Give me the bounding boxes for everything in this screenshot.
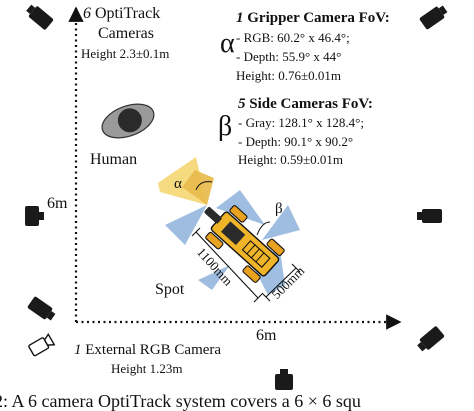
gripper-rgb: - RGB: 60.2° x 46.4°; (236, 30, 350, 45)
gripper-fov-title: 1 Gripper Camera FoV: (236, 11, 390, 26)
side-depth: - Depth: 90.1° x 90.2° (238, 134, 354, 149)
figure-caption: 2: A 6 camera OptiTrack system covers a … (0, 391, 361, 411)
external-rgb-camera-icon (28, 332, 56, 357)
side-title: Side Cameras FoV: (249, 96, 373, 112)
robot-width-dimension (261, 263, 301, 302)
side-fov-title: 5 Side Cameras FoV: (238, 97, 373, 112)
human-label: Human (90, 151, 138, 168)
beta-mark: β (275, 201, 283, 217)
external-title: External RGB Camera (85, 342, 222, 358)
side-symbol: β (218, 111, 233, 142)
y-dimension-label: 6m (47, 195, 68, 212)
beta-angle-arc (256, 221, 271, 236)
spot-label: Spot (155, 281, 185, 298)
optitrack-title: OptiTrack (95, 5, 161, 22)
spot-robot-icon (204, 205, 285, 283)
x-dimension-label: 6m (256, 327, 277, 344)
optitrack-camera-icon (27, 296, 56, 321)
gripper-title: Gripper Camera FoV: (247, 10, 390, 26)
optitrack-camera-icon (417, 209, 442, 223)
gripper-height: Height: 0.76±0.01m (236, 68, 341, 83)
floor-camera-icon (275, 369, 293, 390)
optitrack-camera-icon (417, 326, 445, 352)
side-height: Height: 0.59±0.01m (238, 152, 343, 167)
external-camera-height: Height 1.23m (111, 361, 183, 376)
side-count: 5 (238, 96, 246, 112)
gripper-depth: - Depth: 55.9° x 44° (236, 49, 342, 64)
gripper-fov-region (158, 157, 214, 205)
optitrack-title2: Cameras (98, 25, 154, 42)
optitrack-camera-icon (419, 5, 448, 30)
external-count: 1 (74, 342, 82, 358)
optitrack-camera-icon (25, 206, 44, 226)
human-figure-icon (101, 103, 155, 139)
robot-length-dimension (191, 227, 263, 303)
gripper-count: 1 (236, 10, 244, 26)
side-gray: - Gray: 128.1° x 128.4°; (238, 115, 364, 130)
optitrack-camera-icon (26, 4, 54, 30)
optitrack-label: 6 OptiTrack (83, 6, 160, 22)
gripper-symbol: α (220, 28, 235, 59)
alpha-mark: α (174, 176, 182, 192)
optitrack-height: Height 2.3±0.1m (81, 46, 170, 61)
optitrack-count: 6 (83, 5, 91, 22)
external-camera-label: 1 External RGB Camera (74, 343, 221, 358)
